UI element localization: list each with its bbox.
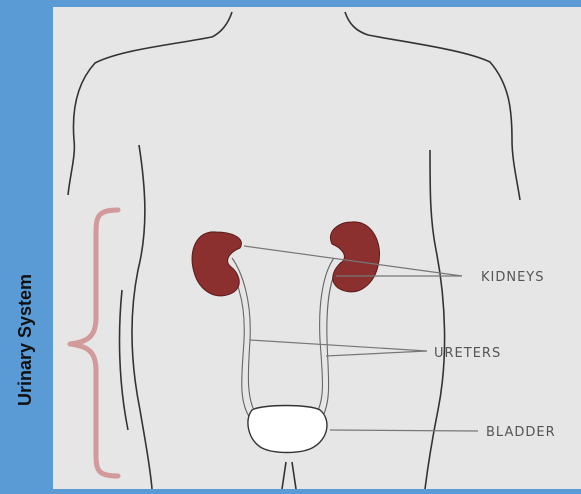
- bladder-label: BLADDER: [486, 425, 556, 440]
- diagram-title: Urinary System: [0, 240, 50, 440]
- kidneys-label: KIDNEYS: [481, 270, 545, 285]
- ureters-label: URETERS: [434, 346, 501, 361]
- bladder: [248, 406, 327, 453]
